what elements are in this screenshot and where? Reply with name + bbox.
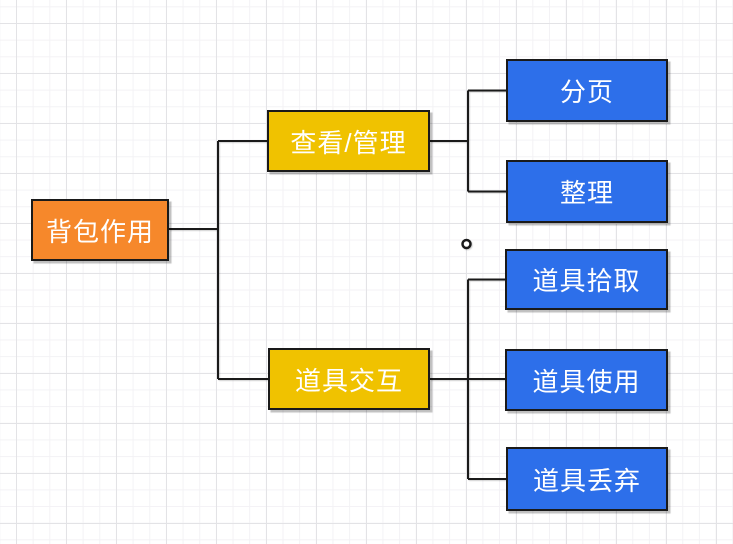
node-label: 查看/管理 — [290, 127, 407, 158]
node-label: 道具拾取 — [532, 266, 641, 296]
connection-point-circle[interactable] — [461, 238, 472, 250]
node-paging[interactable]: 分页 — [506, 59, 668, 122]
node-label: 道具交互 — [294, 365, 403, 396]
node-item-interact[interactable]: 道具交互 — [268, 348, 430, 410]
node-label: 整理 — [559, 178, 614, 208]
edge-item-interact-to-leaves[interactable] — [430, 278, 506, 480]
node-label: 道具使用 — [532, 366, 641, 397]
edge-root-to-branches[interactable] — [169, 140, 268, 380]
edge-view-manage-to-leaves[interactable] — [430, 89, 506, 193]
node-organize[interactable]: 整理 — [506, 160, 668, 223]
node-item-use[interactable]: 道具使用 — [505, 349, 668, 411]
node-label: 道具丢弃 — [532, 465, 641, 496]
node-item-pickup[interactable]: 道具拾取 — [505, 249, 668, 310]
node-label: 分页 — [559, 77, 614, 107]
node-view-manage[interactable]: 查看/管理 — [267, 110, 430, 172]
node-label: 背包作用 — [45, 216, 154, 247]
node-item-discard[interactable]: 道具丢弃 — [506, 447, 668, 511]
node-backpack-function[interactable]: 背包作用 — [31, 199, 169, 261]
